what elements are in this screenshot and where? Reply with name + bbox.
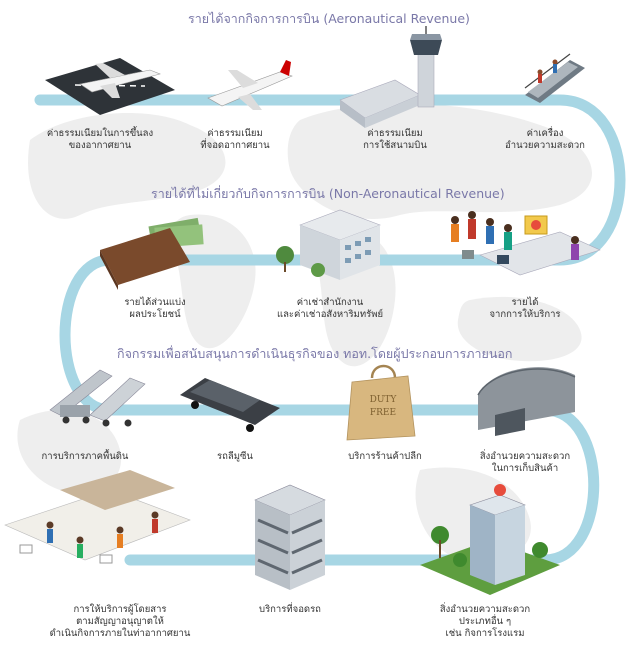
support-activities-header: กิจกรรมเพื่อสนับสนุนการดำเนินธุรกิจของ ท… [117, 346, 513, 361]
caption-cargo-facility: สิ่งอำนวยความสะดวก ในการเก็บสินค้า [479, 451, 571, 474]
caption-landing-fee: ค่าธรรมเนียมในการขึ้นลง ของอากาศยาน [46, 128, 154, 151]
wallet-money-icon [100, 217, 204, 290]
duty-free-label-line1: DUTY [370, 395, 398, 405]
office-building-icon [276, 209, 381, 280]
non-aeronautical-revenue-header: รายได้ที่ไม่เกี่ยวกับกิจการการบิน (Non-A… [151, 186, 505, 201]
aeronautical-revenue-header: รายได้จากกิจการการบิน (Aeronautical Reve… [188, 11, 470, 26]
airport-shops-passengers-icon [4, 470, 191, 564]
parked-airplane-icon [207, 60, 293, 110]
limousine-icon [180, 378, 280, 432]
parking-building-icon [254, 484, 326, 590]
hotel-building-icon [420, 484, 560, 595]
caption-passenger-concessions: การให้บริการผู้โดยสาร ตามสัญญาอนุญาตให้ … [49, 604, 191, 639]
caption-revenue-sharing: รายได้ส่วนแบ่ง ผลประโยชน์ [124, 297, 186, 320]
escalator-icon [524, 53, 585, 103]
caption-parking-fee: ค่าธรรมเนียม ที่จอดอากาศยาน [200, 128, 270, 151]
caption-office-rental: ค่าเช่าสำนักงาน และค่าเช่าอสังหาริมทรัพย… [276, 297, 384, 320]
flow-path [34, 94, 626, 566]
duty-free-label-line2: FREE [370, 408, 396, 418]
caption-airport-usage-fee: ค่าธรรมเนียม การใช้สนามบิน [363, 128, 427, 151]
service-counter-people-icon [451, 211, 601, 276]
caption-car-parking: บริการที่จอดรถ [259, 604, 321, 615]
caption-ground-services: การบริการภาคพื้นดิน [41, 451, 129, 462]
caption-other-facilities-hotel: สิ่งอำนวยความสะดวก ประเภทอื่น ๆ เช่น กิจ… [439, 604, 531, 639]
caption-retail-service: บริการร้านค้าปลีก [348, 451, 422, 462]
caption-service-revenue: รายได้ จากการให้บริการ [489, 297, 561, 320]
ground-service-vehicle-icon [49, 369, 146, 427]
control-tower-terminal-icon [339, 26, 442, 128]
warehouse-hangar-icon [477, 367, 576, 436]
caption-facility-fee: ค่าเครื่อง อำนวยความสะดวก [505, 128, 585, 151]
runway-airplane-icon [45, 58, 175, 115]
duty-free-bag-icon: DUTY FREE [346, 364, 416, 441]
caption-limousine: รถลีมูซีน [217, 451, 253, 462]
